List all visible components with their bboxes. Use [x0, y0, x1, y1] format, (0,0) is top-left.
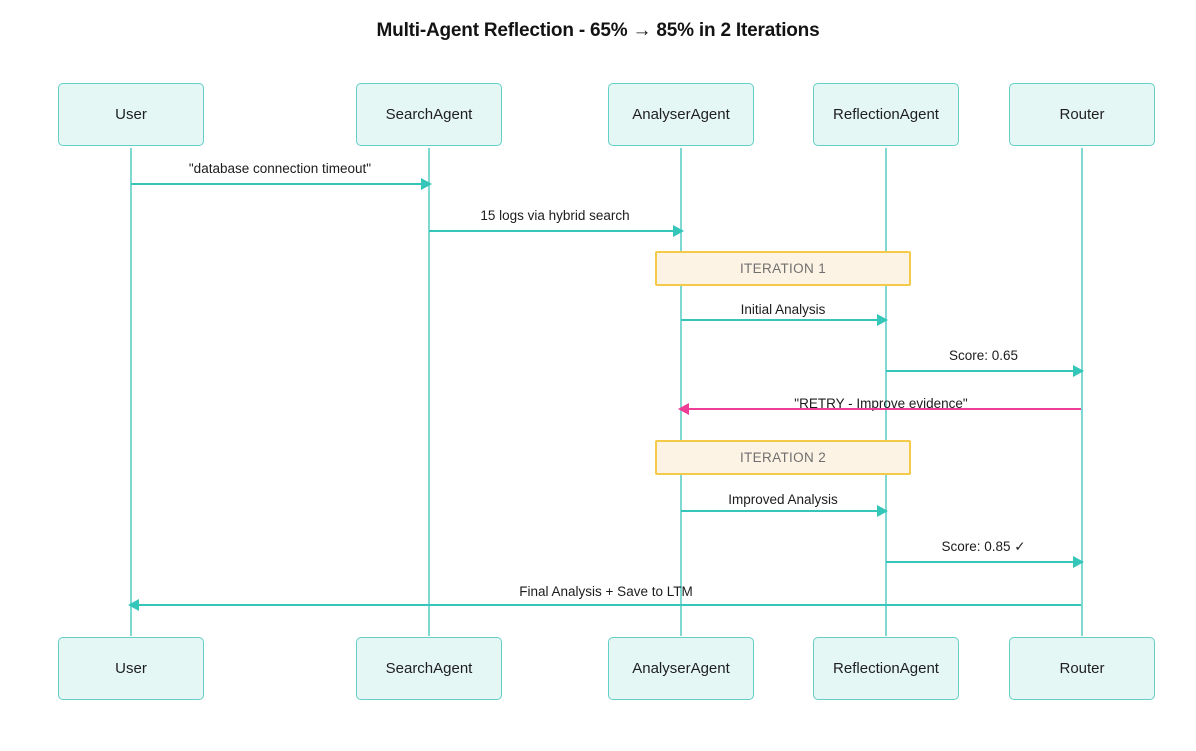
participant-label: ReflectionAgent — [833, 660, 939, 677]
message-line-logs — [429, 230, 675, 232]
participant-analyser-agent-bottom[interactable]: AnalyserAgent — [608, 637, 754, 700]
message-label-improved-analysis: Improved Analysis — [728, 492, 838, 507]
message-label-score-085: Score: 0.85 ✓ — [941, 539, 1026, 554]
lifeline-search-agent — [428, 148, 430, 636]
lifeline-analyser-agent — [680, 148, 682, 636]
message-arrowhead-score-065 — [1073, 365, 1084, 377]
note-iteration-1: ITERATION 1 — [655, 251, 911, 286]
lifeline-user — [130, 148, 132, 636]
note-label: ITERATION 2 — [739, 450, 827, 465]
message-arrowhead-initial-analysis — [877, 314, 888, 326]
message-line-score-065 — [886, 370, 1075, 372]
participant-label: Router — [1059, 660, 1105, 677]
participant-analyser-agent-top[interactable]: AnalyserAgent — [608, 83, 754, 146]
note-label: ITERATION 1 — [739, 261, 827, 276]
participant-label: SearchAgent — [385, 660, 473, 677]
participant-user-bottom[interactable]: User — [58, 637, 204, 700]
message-label-retry: "RETRY - Improve evidence" — [794, 396, 968, 411]
note-iteration-2: ITERATION 2 — [655, 440, 911, 475]
message-arrowhead-query — [421, 178, 432, 190]
participant-reflection-agent-bottom[interactable]: ReflectionAgent — [813, 637, 959, 700]
participant-router-bottom[interactable]: Router — [1009, 637, 1155, 700]
message-label-score-065: Score: 0.65 — [948, 348, 1019, 363]
message-line-query — [131, 183, 423, 185]
message-arrowhead-logs — [673, 225, 684, 237]
diagram-title: Multi-Agent Reflection - 65% → 85% in 2 … — [376, 20, 820, 41]
message-arrowhead-retry — [678, 403, 689, 415]
message-label-initial-analysis: Initial Analysis — [740, 302, 826, 317]
message-label-final: Final Analysis + Save to LTM — [519, 584, 693, 599]
message-line-improved-analysis — [681, 510, 879, 512]
participant-user-top[interactable]: User — [58, 83, 204, 146]
participant-label: Router — [1059, 106, 1105, 123]
message-label-query: "database connection timeout" — [188, 161, 372, 176]
participant-search-agent-bottom[interactable]: SearchAgent — [356, 637, 502, 700]
participant-label: ReflectionAgent — [833, 106, 939, 123]
lifeline-reflection-agent — [885, 148, 887, 636]
participant-search-agent-top[interactable]: SearchAgent — [356, 83, 502, 146]
participant-router-top[interactable]: Router — [1009, 83, 1155, 146]
participant-label: AnalyserAgent — [632, 660, 730, 677]
participant-reflection-agent-top[interactable]: ReflectionAgent — [813, 83, 959, 146]
message-arrowhead-score-085 — [1073, 556, 1084, 568]
lifeline-router — [1081, 148, 1083, 636]
message-arrowhead-final — [128, 599, 139, 611]
participant-label: User — [115, 106, 147, 123]
message-line-retry — [689, 408, 1081, 410]
message-line-final — [139, 604, 1081, 606]
message-line-initial-analysis — [681, 319, 879, 321]
message-label-logs: 15 logs via hybrid search — [480, 208, 630, 223]
message-arrowhead-improved-analysis — [877, 505, 888, 517]
participant-label: SearchAgent — [385, 106, 473, 123]
participant-label: User — [115, 660, 147, 677]
participant-label: AnalyserAgent — [632, 106, 730, 123]
message-line-score-085 — [886, 561, 1075, 563]
